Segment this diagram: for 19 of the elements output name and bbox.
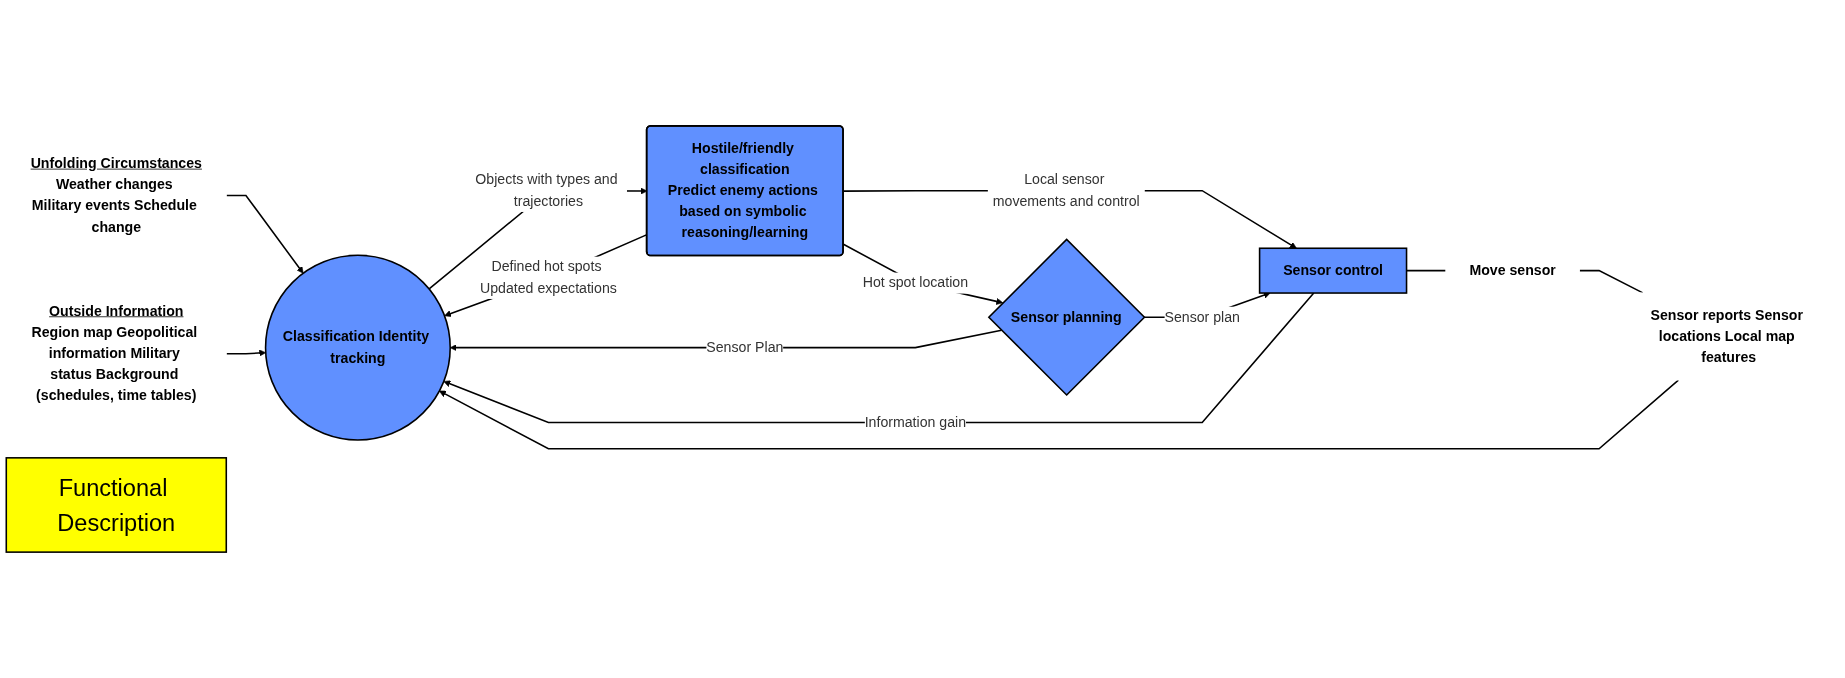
edge-label: Sensor Plan [706,339,784,356]
arrow [225,194,304,274]
node-text: Unfolding Circumstances Weather changes Military events Schedule change [30,155,202,235]
edge-label: Hot spot location [862,274,969,291]
edge-label: Information gain [864,414,967,430]
edge-label: Sensor plan [1164,308,1240,325]
node-box: Sensor control [1258,247,1408,294]
connector [1578,269,1644,294]
node-text: Sensor reports Sensor locations Local map features [1650,306,1803,366]
node-circle: Classification Identity tracking [264,254,451,441]
edge-label: Objects with types and trajectories [475,171,618,209]
edge-label: Defined hot spots Updated expectations [480,258,617,296]
node-text: Outside Information Region map Geopolitical information Military status Background (schedules, time tables) [31,303,198,404]
arrow [439,379,1680,450]
node-diamond: Sensor planning [987,238,1146,397]
arrow [225,349,266,357]
node-box: Functional Description [5,457,228,553]
node-text: Move sensor [1469,262,1556,279]
edge-label: Local sensor movements and control [992,171,1140,209]
